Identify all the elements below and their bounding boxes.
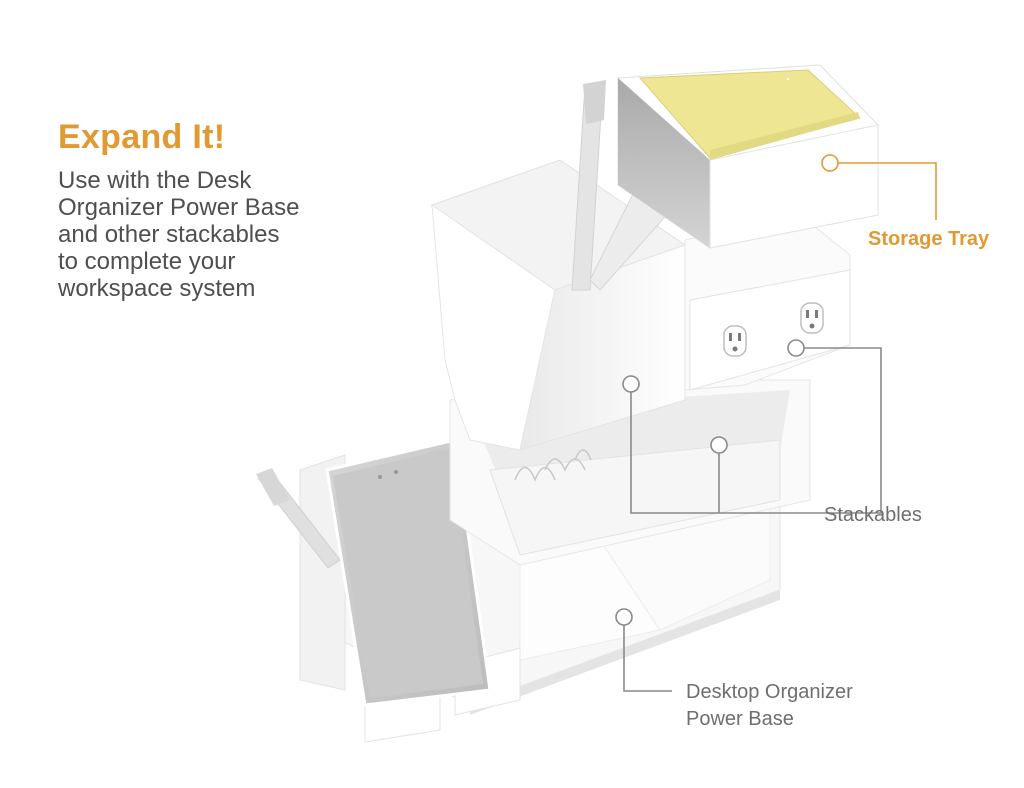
description-line: Use with the Desk (58, 167, 252, 194)
description-line: Organizer Power Base (58, 194, 300, 221)
stackables-label: Stackables (824, 504, 922, 526)
description-line: workspace system (58, 275, 256, 302)
description-text: Use with the Desk Organizer Power Base a… (58, 167, 358, 302)
description-line: and other stackables (58, 221, 280, 248)
headline: Expand It! (58, 118, 226, 156)
phone (325, 438, 492, 707)
storage-tray-label: Storage Tray (868, 228, 990, 250)
description-line: to complete your (58, 248, 236, 275)
pen-left (256, 468, 341, 569)
power-outlet-stackable (684, 214, 851, 391)
callout-lines (615, 154, 937, 692)
storage-tray (617, 64, 879, 249)
power-base-label: Desktop Organizer Power Base (686, 679, 853, 733)
power-base-label-line: Power Base (686, 708, 794, 730)
pen-cup (430, 80, 687, 451)
power-base-label-line: Desktop Organizer (686, 681, 853, 703)
